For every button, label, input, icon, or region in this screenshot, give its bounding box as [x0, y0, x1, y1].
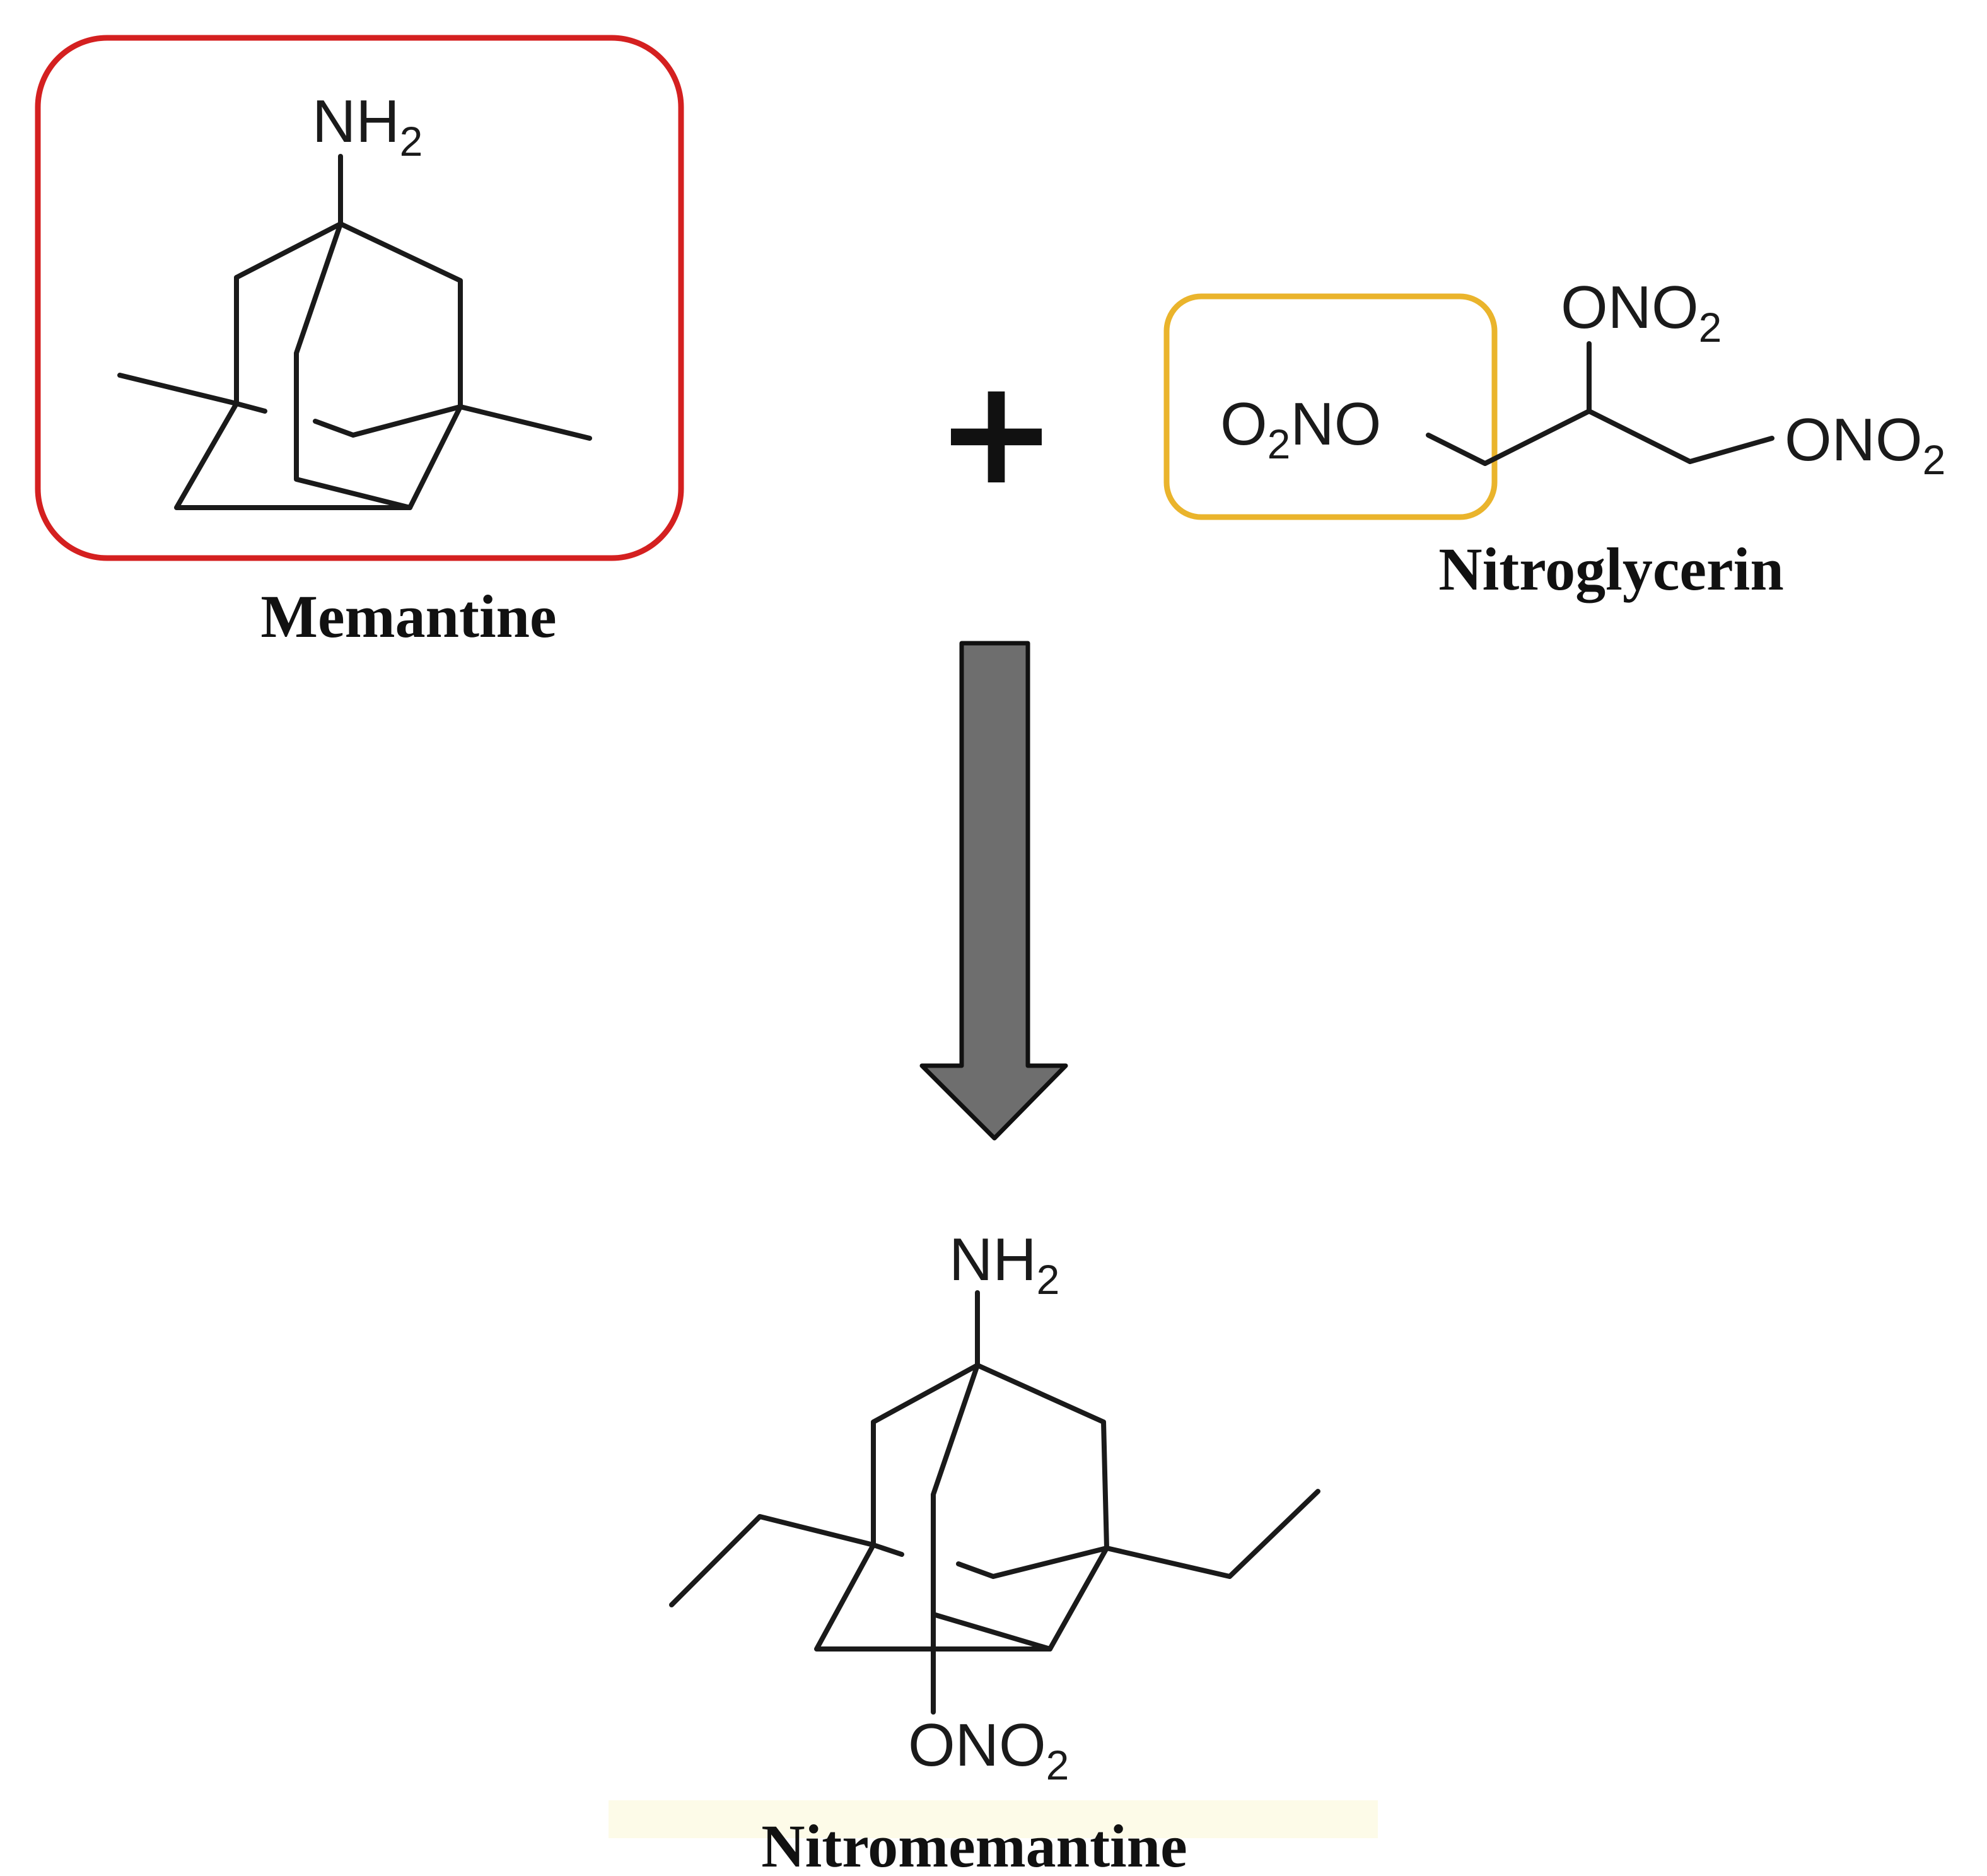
nitromemantine-nitrate-label: ONO2	[908, 1711, 1069, 1788]
nitroglycerin-right-nitrate-label: ONO2	[1785, 406, 1945, 483]
nitromemantine-cage-bonds	[814, 1363, 1109, 1652]
memantine-methyl-bond	[117, 373, 239, 406]
plus-sign: +	[936, 349, 1058, 517]
memantine-cage-bonds	[174, 221, 463, 510]
nitroglycerin-left-nitrate-label: O2NO	[1220, 390, 1381, 467]
memantine-cage-bonds	[313, 404, 463, 438]
product-label-highlight	[609, 1800, 1378, 1838]
nitromemantine-structure: NH2 ONO2	[669, 1226, 1320, 1788]
reaction-arrow	[919, 641, 1068, 1141]
nitroglycerin-structure: O2NO ONO2 ONO2	[1220, 274, 1945, 483]
memantine-structure: NH2	[117, 88, 592, 510]
nitromemantine-ethyl-bonds	[669, 1514, 876, 1607]
nitromemantine-amine-label: NH2	[949, 1226, 1059, 1303]
nitroglycerin-middle-nitrate-label: ONO2	[1561, 274, 1722, 351]
nitromemantine-cage-bonds	[956, 1546, 1109, 1579]
nitroglycerin-backbone-bonds	[1426, 409, 1774, 466]
nitromemantine-ethyl-bonds	[1104, 1489, 1320, 1579]
memantine-cage-bonds	[294, 221, 412, 510]
nitromemantine-cage-bonds	[931, 1363, 1052, 1652]
memantine-highlight-box	[35, 35, 684, 561]
nitroglycerin-name-label: Nitroglycerin	[1438, 535, 1783, 603]
nitromemantine-cage-bonds	[871, 1542, 904, 1557]
leaving-group-highlight-box	[1163, 293, 1498, 520]
memantine-cage-bonds	[234, 401, 267, 414]
memantine-amine-label: NH2	[312, 88, 422, 165]
memantine-methyl-bond	[458, 404, 592, 441]
memantine-name-label: Memantine	[260, 583, 556, 650]
nitromemantine-name-label: Nitromemantine	[761, 1812, 1187, 1876]
